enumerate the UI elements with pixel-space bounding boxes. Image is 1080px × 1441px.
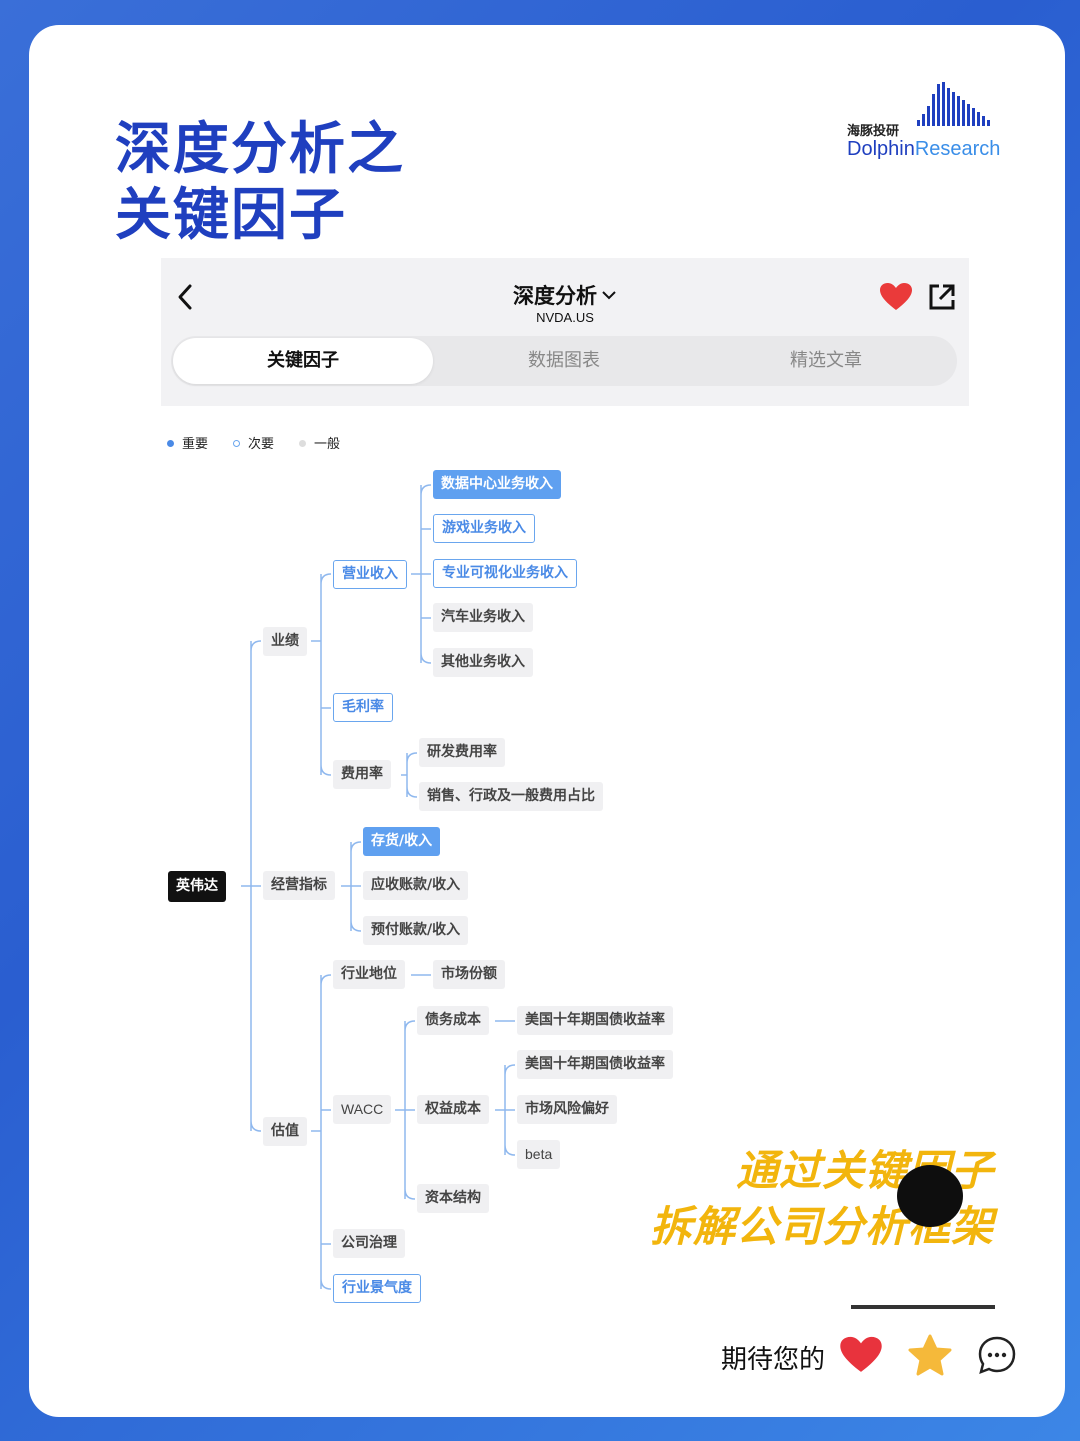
legend-important-label: 重要 [182, 437, 209, 452]
node-market-risk-preference[interactable]: 市场风险偏好 [517, 1095, 617, 1124]
node-capital-structure[interactable]: 资本结构 [417, 1184, 489, 1213]
brand-name-en: DolphinResearch [847, 138, 1000, 161]
node-revenue[interactable]: 营业收入 [333, 560, 407, 589]
node-expense-ratio[interactable]: 费用率 [333, 760, 391, 789]
legend-secondary: 次要 [233, 433, 274, 452]
node-beta[interactable]: beta [517, 1140, 561, 1169]
node-prepaid-revenue[interactable]: 预付账款/收入 [363, 916, 469, 945]
cursor-overlay-icon [897, 1165, 963, 1227]
node-receivables-revenue[interactable]: 应收账款/收入 [363, 871, 469, 900]
brand-name-cn: 海豚投研 [847, 124, 900, 139]
ticker-label: NVDA.US [536, 310, 594, 325]
tab-bar: 关键因子 数据图表 精选文章 [171, 336, 957, 386]
node-corporate-governance[interactable]: 公司治理 [333, 1229, 405, 1258]
headline-line-1: 深度分析之 [115, 117, 405, 182]
tab-data-charts[interactable]: 数据图表 [528, 350, 600, 371]
node-industry-position[interactable]: 行业地位 [333, 960, 405, 989]
legend-general: 一般 [299, 433, 340, 452]
chevron-down-icon [602, 291, 616, 300]
content-card: 深度分析之 关键因子 海豚投研 DolphinResearch 深度分析 NVD… [29, 25, 1065, 1417]
tab-key-factors[interactable]: 关键因子 [173, 338, 433, 384]
brand-name-en-part2: Research [914, 138, 1001, 160]
node-equity-cost[interactable]: 权益成本 [417, 1095, 489, 1124]
node-datacenter-revenue[interactable]: 数据中心业务收入 [433, 470, 561, 499]
node-operating-metrics[interactable]: 经营指标 [263, 871, 335, 900]
divider [851, 1305, 995, 1309]
headline: 深度分析之 关键因子 [115, 117, 405, 249]
footer-text: 期待您的 [721, 1345, 826, 1375]
node-industry-sentiment[interactable]: 行业景气度 [333, 1274, 421, 1303]
node-gross-margin[interactable]: 毛利率 [333, 693, 393, 722]
hollow-dot-icon [233, 440, 240, 447]
legend-general-label: 一般 [314, 437, 341, 452]
nav-title-dropdown[interactable]: 深度分析 [161, 280, 969, 310]
bar-chart-logo-icon [917, 82, 990, 126]
tab-selected-articles[interactable]: 精选文章 [790, 350, 862, 371]
comment-icon[interactable] [977, 1335, 1017, 1375]
node-inventory-revenue[interactable]: 存货/收入 [363, 827, 441, 856]
node-sga-expense-ratio[interactable]: 销售、行政及一般费用占比 [419, 782, 603, 811]
node-wacc[interactable]: WACC [333, 1095, 392, 1124]
node-market-share[interactable]: 市场份额 [433, 960, 505, 989]
like-heart-icon[interactable] [839, 1335, 883, 1375]
share-icon[interactable] [927, 282, 957, 312]
node-root[interactable]: 英伟达 [168, 871, 226, 902]
legend-important: 重要 [167, 433, 208, 452]
node-us-10y-treasury-1[interactable]: 美国十年期国债收益率 [517, 1006, 673, 1035]
brand-logo: 海豚投研 DolphinResearch [847, 80, 1007, 160]
node-other-revenue[interactable]: 其他业务收入 [433, 648, 533, 677]
node-debt-cost[interactable]: 债务成本 [417, 1006, 489, 1035]
star-icon[interactable] [907, 1333, 953, 1377]
node-performance[interactable]: 业绩 [263, 627, 307, 656]
grey-dot-icon [299, 440, 306, 447]
node-us-10y-treasury-2[interactable]: 美国十年期国债收益率 [517, 1050, 673, 1079]
node-gaming-revenue[interactable]: 游戏业务收入 [433, 514, 535, 543]
app-screenshot: 深度分析 NVDA.US 关键因子 数据图表 精选文章 [161, 258, 969, 406]
favorite-heart-icon[interactable] [879, 282, 913, 312]
node-pro-visualization-revenue[interactable]: 专业可视化业务收入 [433, 559, 577, 588]
node-auto-revenue[interactable]: 汽车业务收入 [433, 603, 533, 632]
legend-secondary-label: 次要 [248, 437, 275, 452]
back-chevron-icon[interactable] [173, 280, 197, 314]
node-rd-expense-ratio[interactable]: 研发费用率 [419, 738, 505, 767]
headline-line-2: 关键因子 [115, 183, 347, 248]
brand-name-en-part1: Dolphin [847, 138, 915, 160]
nav-title: 深度分析 [513, 284, 597, 308]
filled-dot-icon [167, 440, 174, 447]
node-valuation[interactable]: 估值 [263, 1117, 307, 1146]
